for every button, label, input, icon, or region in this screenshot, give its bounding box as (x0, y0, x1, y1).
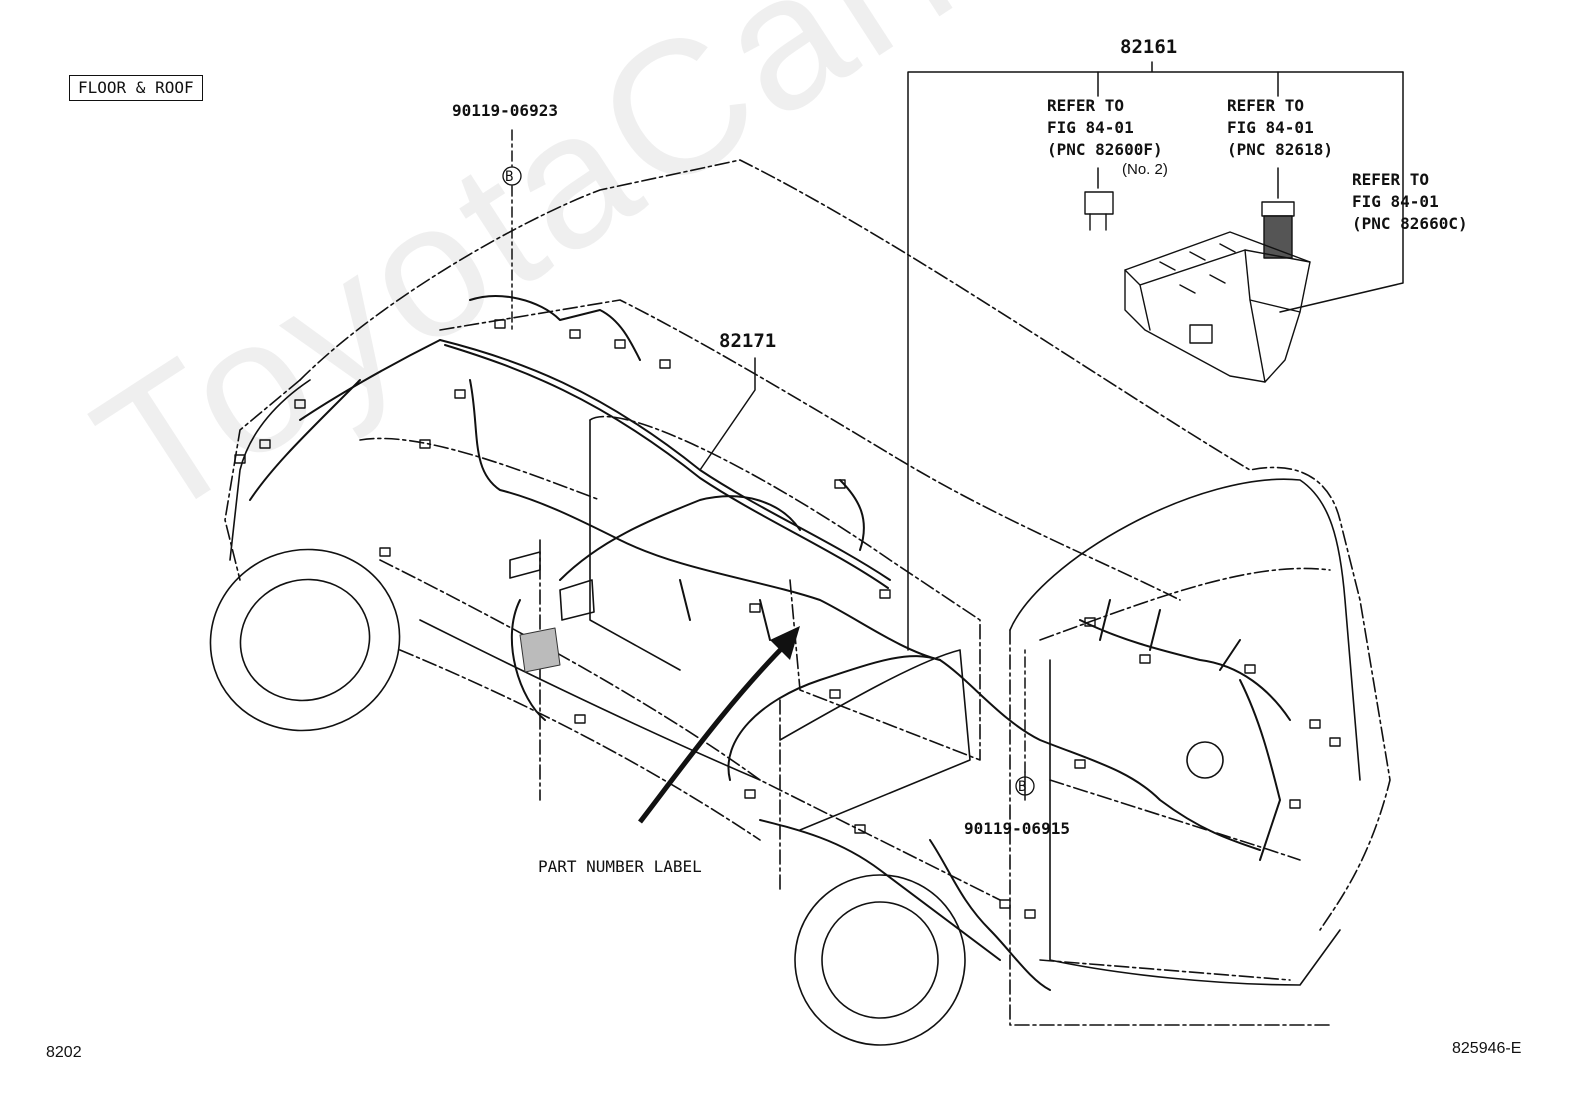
part-number-clamp-front: 90119-06923 (452, 101, 558, 120)
rear-wheel (794, 874, 966, 1046)
part-number-clamp-rear: 90119-06915 (964, 819, 1070, 838)
junction-block-icon (1124, 231, 1311, 383)
ref-line-3: (PNC 82660C) (1352, 214, 1468, 233)
ref-line-1: REFER TO (1047, 96, 1125, 115)
connectors (234, 319, 1341, 919)
leader-lines (699, 61, 1404, 801)
clamp-marker-front (502, 166, 522, 186)
section-label: FLOOR & ROOF (69, 75, 203, 101)
ref-note: (No. 2) (1122, 161, 1168, 178)
clamp-marker-rear-letter: B (1018, 779, 1027, 795)
ref-line-1: REFER TO (1352, 170, 1430, 189)
body-panels (229, 379, 1361, 986)
part-number-label-arrow (638, 626, 800, 824)
ref-line-3: (PNC 82600F) (1047, 140, 1163, 159)
ref-line-1: REFER TO (1227, 96, 1305, 115)
ref-line-2: FIG 84-01 (1227, 118, 1314, 137)
van-body-outline (224, 159, 1391, 1026)
ref-line-2: FIG 84-01 (1352, 192, 1439, 211)
front-wheel (209, 548, 401, 732)
clamp-marker-front-letter: B (505, 169, 514, 185)
fuse-icon (1084, 191, 1114, 231)
ref-line-3: (PNC 82618) (1227, 140, 1333, 159)
part-number-label-text: PART NUMBER LABEL (538, 857, 702, 876)
relay-icon (1261, 201, 1295, 259)
page-code: 8202 (46, 1044, 82, 1061)
part-number-82161: 82161 (1120, 36, 1178, 58)
wiring-harness (249, 295, 1291, 991)
ref-line-2: FIG 84-01 (1047, 118, 1134, 137)
drawing-code: 825946-E (1452, 1040, 1522, 1057)
part-number-label-pad (519, 627, 561, 673)
part-number-82171: 82171 (719, 330, 777, 352)
clamp-marker-rear (1015, 776, 1035, 796)
